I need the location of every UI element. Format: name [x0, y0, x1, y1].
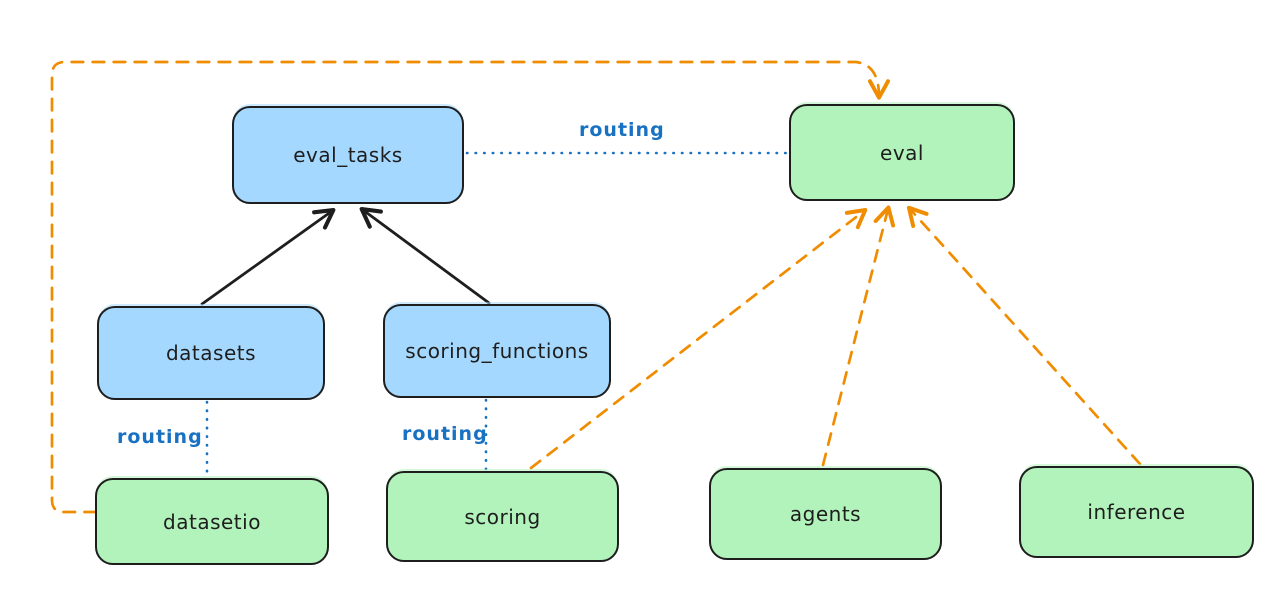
edge-agents-to-eval — [821, 205, 896, 467]
node-scoring-functions-label: scoring_functions — [405, 339, 589, 363]
node-inference: inference — [1019, 466, 1254, 558]
edge-label-routing-datasets-datasetio: routing — [117, 426, 203, 448]
edge-inference-to-eval — [906, 205, 1142, 466]
edge-datasets-to-eval-tasks — [200, 207, 336, 306]
edge-label-routing-scoring-functions-scoring: routing — [402, 423, 488, 445]
node-agents: agents — [709, 468, 942, 560]
node-inference-label: inference — [1087, 500, 1186, 524]
node-scoring: scoring — [386, 471, 619, 562]
edge-label-routing-eval-tasks-eval: routing — [579, 119, 665, 141]
node-scoring-functions: scoring_functions — [383, 304, 611, 398]
node-datasetio: datasetio — [95, 478, 329, 565]
edge-scoring-functions-to-eval-tasks — [359, 206, 491, 305]
node-eval-label: eval — [880, 140, 924, 165]
node-eval: eval — [789, 104, 1015, 201]
node-datasets: datasets — [97, 306, 325, 400]
node-scoring-label: scoring — [464, 504, 541, 529]
node-datasets-label: datasets — [165, 341, 257, 365]
node-agents-label: agents — [789, 502, 862, 526]
node-datasetio-label: datasetio — [163, 509, 261, 534]
node-eval-tasks-label: eval_tasks — [293, 143, 403, 167]
node-eval-tasks: eval_tasks — [232, 106, 464, 204]
